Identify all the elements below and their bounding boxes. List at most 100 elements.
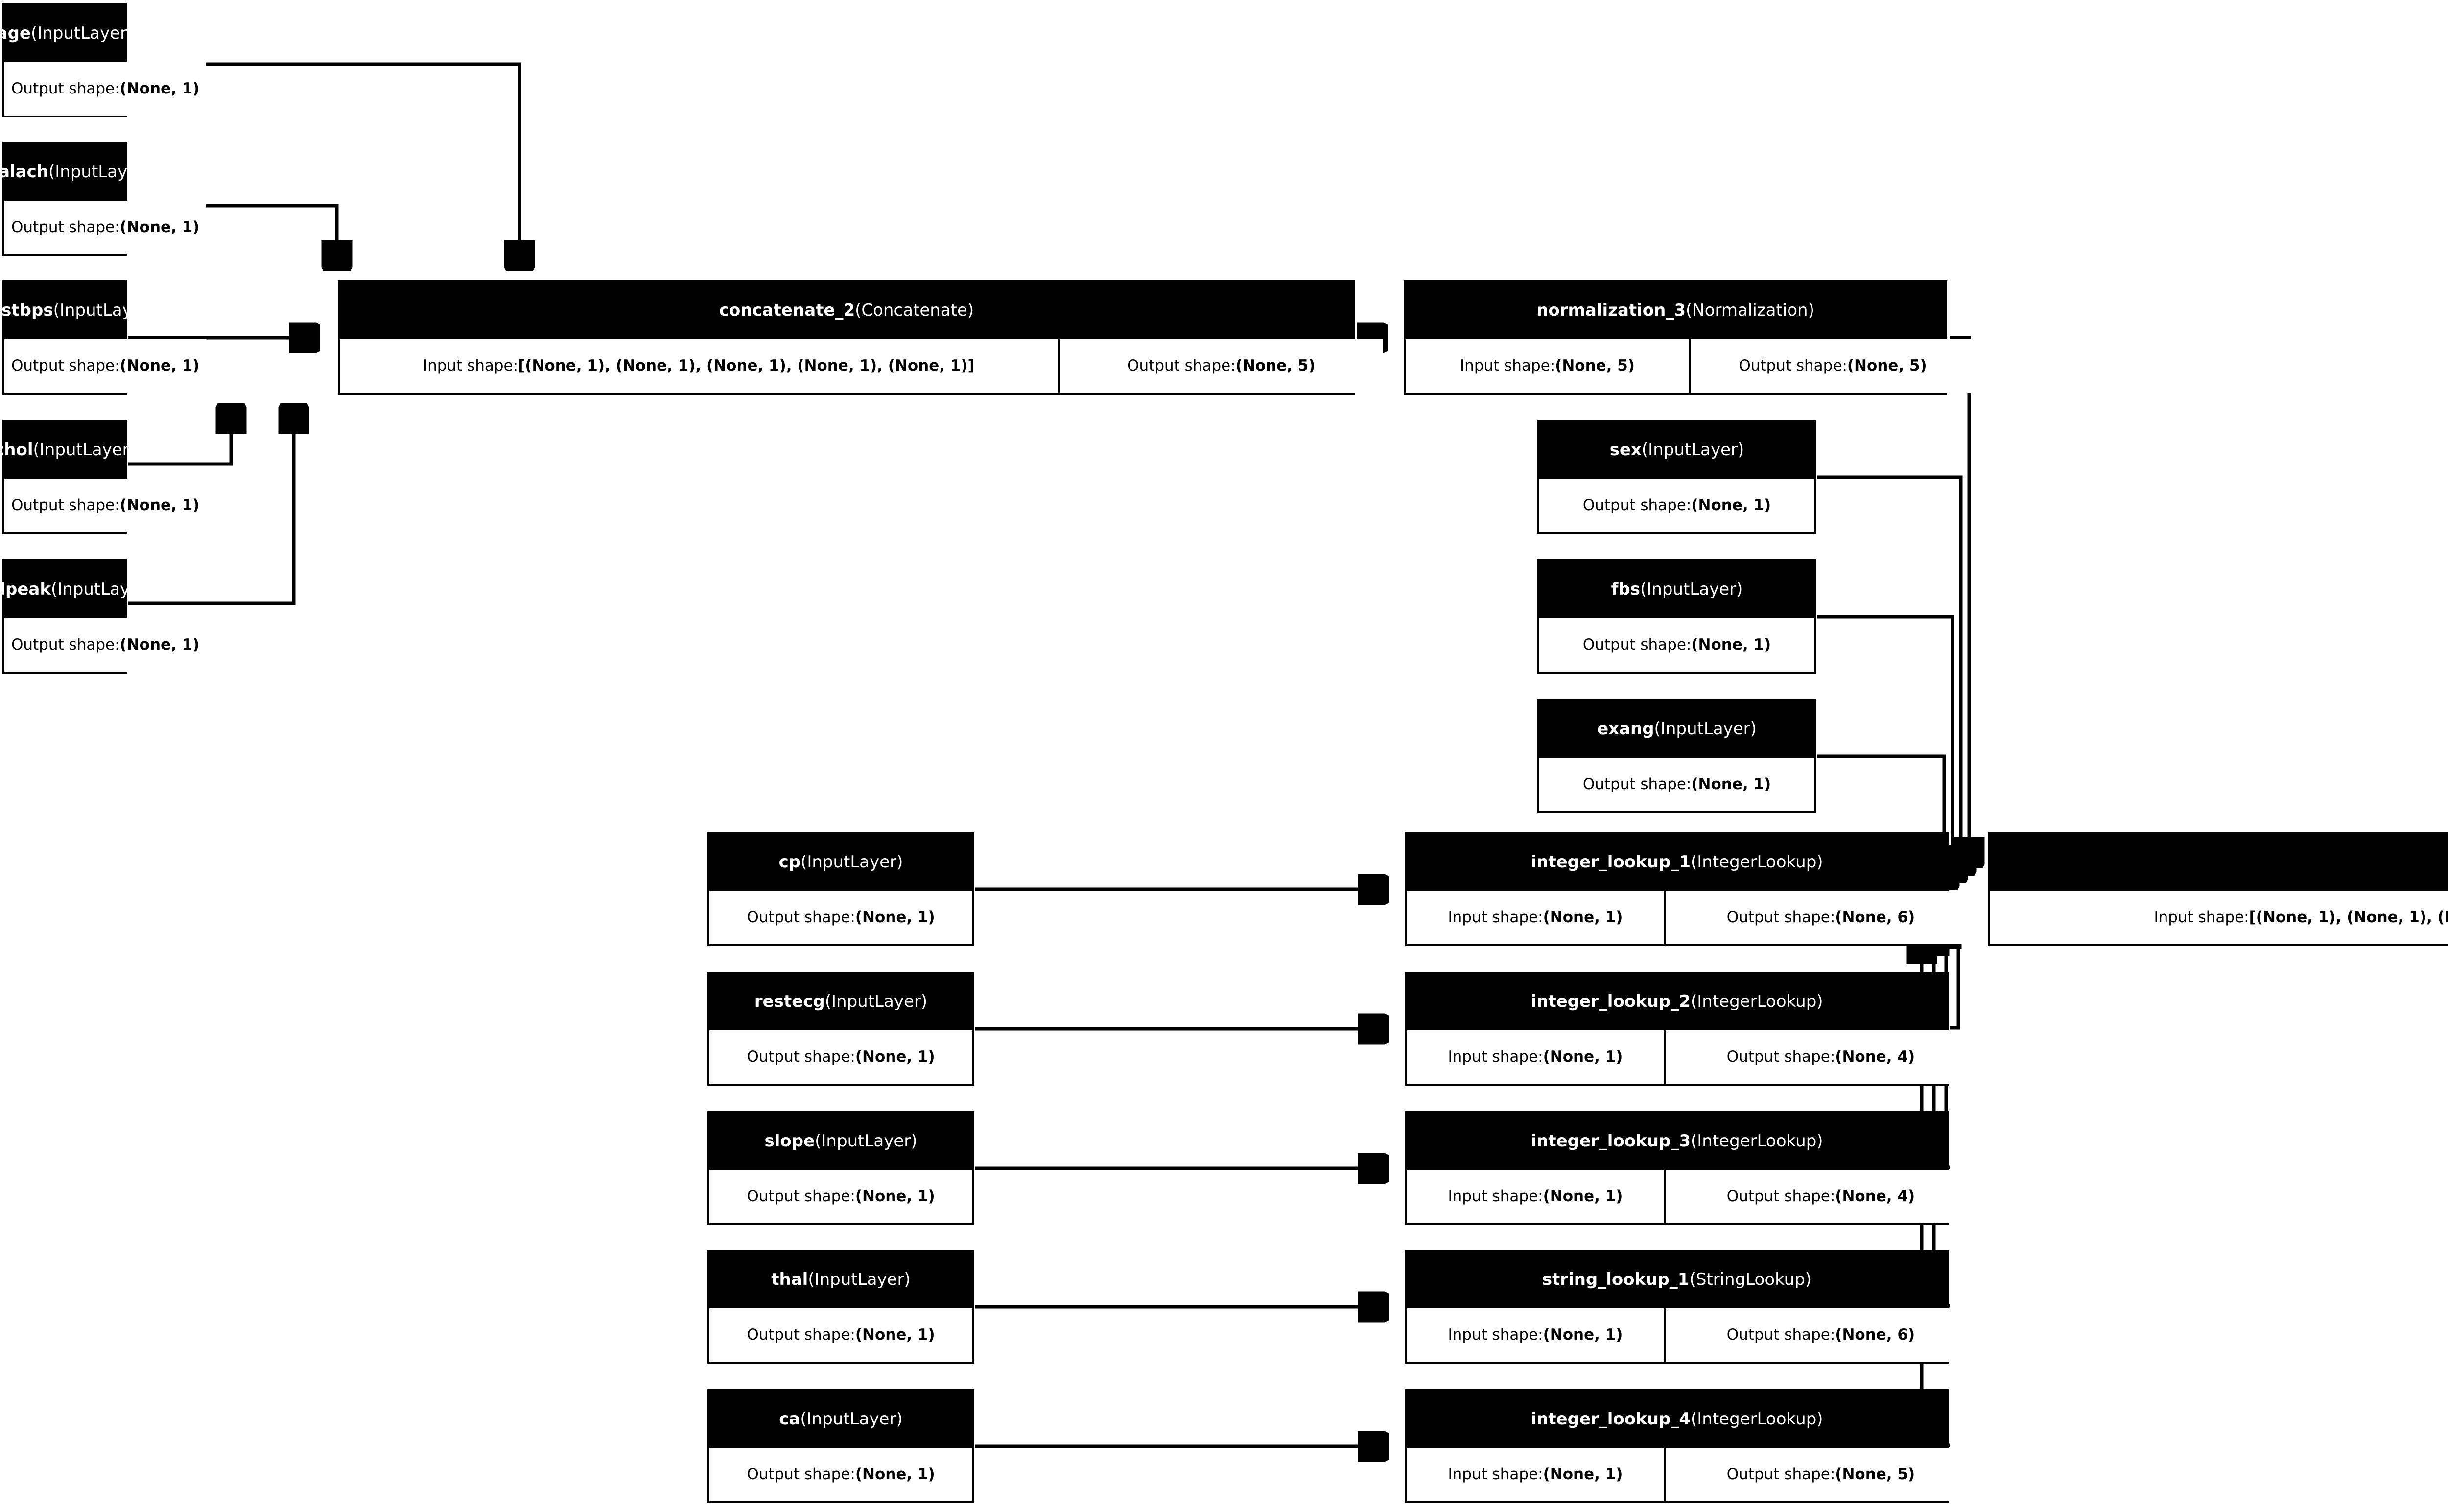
input-shape: Input shape: [(None, 1), (None, 1), (Non… <box>340 339 1058 393</box>
node-shape-row: Output shape: (None, 1) <box>1539 618 1814 672</box>
node-name: integer_lookup_1 <box>1530 852 1691 872</box>
node-shape-row: Input shape: [(None, 1), (None, 1), (Non… <box>340 339 1383 393</box>
output-shape-label: Output shape: <box>747 1326 855 1344</box>
output-shape-value: (None, 1) <box>855 1187 935 1206</box>
node-type: (IntegerLookup) <box>1690 1131 1823 1151</box>
node-name: integer_lookup_2 <box>1530 992 1691 1012</box>
input-shape-label: Input shape: <box>1448 908 1543 927</box>
node-name: cp <box>778 852 801 872</box>
node-name: thal <box>771 1270 808 1290</box>
node-type: (InputLayer) <box>1641 440 1744 460</box>
node-title: integer_lookup_1 (IntegerLookup) <box>1407 834 1947 891</box>
node-thalach[interactable]: thalach (InputLayer) Output shape: (None,… <box>0 142 207 256</box>
node-age[interactable]: age (InputLayer) Output shape: (None, 1) <box>0 3 207 117</box>
node-shape-row: Input shape: [(None, 1), (None, 1), (Non… <box>1990 891 2448 944</box>
node-shape-row: Output shape: (None, 1) <box>4 201 207 254</box>
node-shape-row: Output shape: (None, 1) <box>4 479 207 532</box>
input-shape-label: Input shape: <box>1448 1326 1543 1344</box>
node-name: chol <box>0 440 33 460</box>
node-title: oldpeak (InputLayer) <box>0 561 153 618</box>
output-shape-label: Output shape: <box>1127 357 1236 375</box>
node-name: age <box>0 23 31 44</box>
node-shape-row: Output shape: (None, 1) <box>4 618 207 672</box>
node-name: oldpeak <box>0 580 51 600</box>
output-shape-label: Output shape: <box>1726 908 1836 927</box>
input-shape: Input shape: (None, 1) <box>1407 1030 1664 1084</box>
node-oldpeak[interactable]: oldpeak (InputLayer)Output shape: (None,… <box>0 559 207 674</box>
output-shape-label: Output shape: <box>747 1187 855 1206</box>
output-shape: Output shape: (None, 1) <box>709 1170 972 1223</box>
output-shape-label: Output shape: <box>747 1465 855 1484</box>
input-shape-label: Input shape: <box>1448 1048 1543 1066</box>
output-shape: Output shape: (None, 1) <box>4 339 207 393</box>
node-name: normalization_3 <box>1536 301 1686 321</box>
node-name: thalach <box>0 162 48 182</box>
node-type: (InputLayer) <box>30 23 134 44</box>
node-title: trestbps (InputLayer) <box>0 282 156 339</box>
node-chol[interactable]: chol (InputLayer)Output shape: (None, 1) <box>0 420 207 534</box>
node-title: integer_lookup_3 (IntegerLookup) <box>1407 1113 1947 1170</box>
output-shape-value: (None, 6) <box>1835 1326 1915 1344</box>
node-type: (IntegerLookup) <box>1690 992 1823 1012</box>
output-shape: Output shape: (None, 1) <box>709 1030 972 1084</box>
node-title: concatenate_2 (Concatenate) <box>340 282 1353 339</box>
node-title: slope (InputLayer) <box>709 1113 972 1170</box>
input-shape-label: Input shape: <box>423 357 518 375</box>
output-shape: Output shape: (None, 4) <box>1665 1030 1976 1084</box>
node-type: (InputLayer) <box>824 992 928 1012</box>
output-shape-label: Output shape: <box>11 636 120 654</box>
output-shape-value: (None, 5) <box>1847 357 1927 375</box>
node-shape-row: Output shape: (None, 1) <box>1539 479 1814 532</box>
input-shape-label: Input shape: <box>2154 908 2249 927</box>
output-shape-label: Output shape: <box>1582 636 1692 654</box>
node-type: (StringLookup) <box>1689 1270 1812 1290</box>
node-type: (InputLayer) <box>800 1409 903 1429</box>
output-shape-value: (None, 5) <box>1835 1465 1915 1484</box>
node-integer_lookup_2[interactable]: integer_lookup_2 (IntegerLookup) Input sh… <box>1405 972 1976 1086</box>
node-name: slope <box>764 1131 815 1151</box>
output-shape-value: (None, 1) <box>855 1048 935 1066</box>
node-shape-row: Input shape: (None, 1)Output shape: (Non… <box>1407 1170 1976 1223</box>
node-thal[interactable]: thal (InputLayer)Output shape: (None, 1) <box>707 1250 974 1364</box>
node-restecg[interactable]: restecg (InputLayer)Output shape: (None,… <box>707 972 974 1086</box>
node-string_lookup_1[interactable]: string_lookup_1 (StringLookup) Input shap… <box>1405 1250 1976 1364</box>
node-type: (InputLayer) <box>50 580 154 600</box>
node-normalization_3[interactable]: normalization_3 (Normalization)Input sha… <box>1404 280 1975 395</box>
output-shape-label: Output shape: <box>1726 1048 1836 1066</box>
node-cp[interactable]: cp (InputLayer)Output shape: (None, 1) <box>707 832 974 946</box>
input-shape-label: Input shape: <box>1448 1465 1543 1484</box>
node-type: (Normalization) <box>1686 301 1814 321</box>
node-concatenate_2[interactable]: concatenate_2 (Concatenate)Input shape: … <box>338 280 1383 395</box>
node-integer_lookup_1[interactable]: integer_lookup_1 (IntegerLookup) Input sh… <box>1405 832 1976 946</box>
input-shape-value: (None, 1) <box>1543 908 1623 927</box>
node-slope[interactable]: slope (InputLayer)Output shape: (None, 1… <box>707 1111 974 1225</box>
node-type: (InputLayer) <box>48 162 151 182</box>
node-integer_lookup_3[interactable]: integer_lookup_3 (IntegerLookup)Input sh… <box>1405 1111 1976 1225</box>
output-shape-value: (None, 1) <box>855 908 935 927</box>
output-shape: Output shape: (None, 1) <box>4 201 207 254</box>
output-shape-label: Output shape: <box>747 1048 855 1066</box>
node-name: trestbps <box>0 301 53 321</box>
node-exang[interactable]: exang (InputLayer)Output shape: (None, 1… <box>1537 699 1816 813</box>
output-shape-label: Output shape: <box>1726 1326 1836 1344</box>
node-ca[interactable]: ca (InputLayer)Output shape: (None, 1) <box>707 1389 974 1503</box>
output-shape-label: Output shape: <box>1582 775 1692 793</box>
node-shape-row: Output shape: (None, 1) <box>4 62 207 116</box>
node-title: sex (InputLayer) <box>1539 422 1814 479</box>
node-sex[interactable]: sex (InputLayer)Output shape: (None, 1) <box>1537 420 1816 534</box>
node-fbs[interactable]: fbs (InputLayer)Output shape: (None, 1) <box>1537 559 1816 674</box>
node-trestbps[interactable]: trestbps (InputLayer)Output shape: (None… <box>0 280 207 395</box>
node-name: sex <box>1609 440 1642 460</box>
node-integer_lookup_4[interactable]: integer_lookup_4 (IntegerLookup) Input sh… <box>1405 1389 1976 1503</box>
node-title: integer_lookup_4 (IntegerLookup) <box>1407 1391 1947 1448</box>
edge-sex-to-concatenate_3 <box>1817 475 1961 869</box>
node-shape-row: Output shape: (None, 1) <box>709 891 972 944</box>
node-concatenate_3[interactable]: concatenate_3 (Concatenate)Input shape: … <box>1988 832 2448 946</box>
node-title: chol (InputLayer) <box>0 422 136 479</box>
output-shape-label: Output shape: <box>1582 496 1692 514</box>
node-name: string_lookup_1 <box>1542 1270 1690 1290</box>
node-shape-row: Input shape: (None, 1)Output shape: (Non… <box>1407 891 1976 944</box>
output-shape-label: Output shape: <box>11 80 120 98</box>
output-shape-value: (None, 1) <box>1691 775 1771 793</box>
